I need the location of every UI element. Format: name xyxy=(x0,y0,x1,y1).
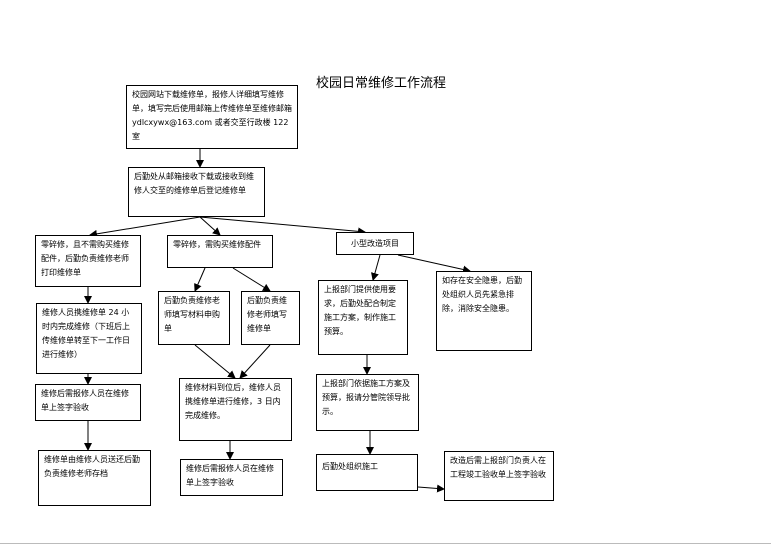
step-leader-approval: 上报部门依据施工方案及预算，报请分管院领导批示。 xyxy=(316,374,419,431)
step-construction-plan: 上报部门提供使用要求，后勤处配合制定施工方案，制作施工预算。 xyxy=(318,280,408,355)
step-fill-purchase-form: 后勤负责维修老师填写材料申购单 xyxy=(158,291,230,345)
step-submit-repair-form: 校园网站下载维修单，报修人详细填写维修单，填写完后使用邮箱上传维修单至维修邮箱 … xyxy=(126,85,298,149)
arrow-repair-form-to-materials xyxy=(239,344,271,379)
arrow-register-to-renovation xyxy=(199,216,366,236)
step-safety-hazard: 如存在安全隐患，后勤处组织人员先紧急排除，消除安全隐患。 xyxy=(436,271,532,351)
branch-small-renovation: 小型改造项目 xyxy=(336,232,414,255)
arrow-purchase-to-materials xyxy=(194,344,236,379)
step-archive-repair-form: 维修单由维修人员送还后勤负责维修老师存档 xyxy=(38,450,151,506)
step-signoff-small-repair: 维修后需报修人员在维修单上签字验收 xyxy=(35,384,141,421)
arrow-register-to-parts-repair xyxy=(199,216,221,236)
branch-repair-with-parts: 零碎修，需购买维修配件 xyxy=(167,235,273,268)
arrow-renovation-to-plan xyxy=(371,254,381,281)
page-bottom-border xyxy=(0,543,771,544)
step-signoff-parts-repair: 维修后需报修人员在维修单上签字验收 xyxy=(180,459,283,496)
step-fill-repair-form: 后勤负责维修老师填写维修单 xyxy=(241,291,300,345)
step-organize-construction: 后勤处组织施工 xyxy=(316,454,418,491)
step-register-repair-form: 后勤处从邮箱接收下载或接收到维修人交至的维修单后登记维修单 xyxy=(128,167,265,217)
arrow-construction-to-acceptance xyxy=(417,484,445,493)
step-acceptance-signoff: 改造后需上报部门负责人在工程竣工验收单上签字验收 xyxy=(444,451,554,501)
arrow-renovation-to-safety xyxy=(397,254,471,274)
arrow-register-to-small-repair xyxy=(89,216,201,238)
step-repair-within-24h: 维修人员携维修单 24 小时内完成维修（下班后上传维修单转至下一工作日进行维修） xyxy=(36,303,142,374)
arrow-parts-to-repair-form xyxy=(232,267,271,292)
branch-small-repair-no-parts: 零碎修，且不需购买维修配件，后勤负责维修老师打印维修单 xyxy=(35,235,141,287)
page-title: 校园日常维修工作流程 xyxy=(316,76,447,91)
arrow-parts-to-purchase-form xyxy=(194,267,206,292)
step-materials-arrive-repair: 维修材料到位后，维修人员携维修单进行维修，3 日内完成维修。 xyxy=(179,378,292,441)
